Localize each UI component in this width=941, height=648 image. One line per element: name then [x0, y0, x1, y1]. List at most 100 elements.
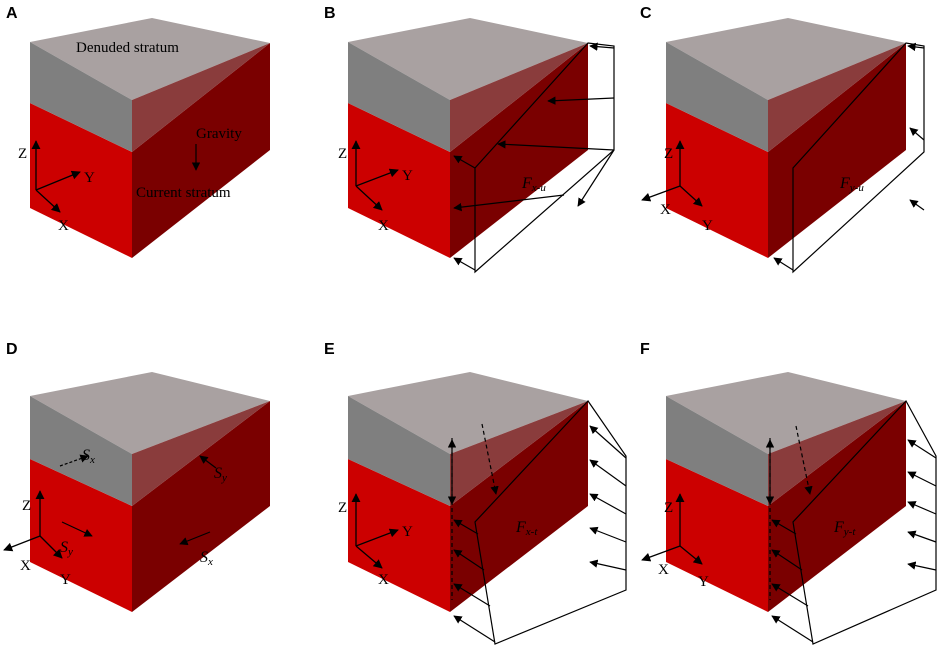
y-axis-label: Y: [402, 168, 413, 184]
x-axis-label: X: [660, 202, 671, 218]
current-stratum-front: [666, 459, 768, 612]
load-arrow: [589, 526, 627, 543]
denuded-front: [348, 396, 450, 506]
load-diagram: [765, 399, 937, 645]
panel-label: B: [324, 5, 336, 22]
denuded-side: [768, 43, 906, 152]
load-arrow: [589, 493, 627, 515]
load-arrow: [453, 549, 485, 571]
axes: Z Y X: [338, 493, 413, 588]
denuded-front: [30, 396, 132, 506]
axes: Z X Y: [641, 140, 713, 234]
y-axis-label: Y: [402, 524, 413, 540]
panel-label: E: [324, 341, 335, 358]
load-arrow: [453, 519, 479, 535]
load-arrow: [771, 615, 814, 643]
load-arrow: [907, 439, 937, 459]
denuded-top: [30, 372, 270, 454]
z-axis-label: Z: [338, 146, 347, 162]
panel-label: D: [6, 341, 18, 358]
load-arrow: [909, 199, 925, 211]
force-subscript: x-t: [525, 526, 539, 538]
load-arrow: [453, 155, 476, 169]
current-stratum-side: [768, 43, 906, 258]
current-stratum-side: [132, 401, 270, 612]
shear-arrows: [59, 454, 217, 546]
load-trapezoid: [792, 399, 937, 645]
denuded-front: [348, 42, 450, 152]
load-diagram: [453, 42, 615, 274]
load-arrow: [453, 257, 476, 271]
axes: Z X Y: [3, 490, 71, 588]
x-axis-arrow: [355, 185, 383, 211]
load-arrow: [907, 471, 937, 487]
axes: Z Y X: [18, 140, 95, 234]
shear-arrow-sy-side: [199, 455, 217, 469]
z-axis-label: Z: [18, 146, 27, 162]
load-arrow: [771, 583, 809, 607]
x-axis-arrow: [355, 545, 383, 569]
cube: [666, 372, 906, 612]
y-axis-arrow: [355, 528, 399, 547]
load-arrow: [589, 559, 627, 571]
panel-label: A: [6, 5, 18, 22]
shear-label-sx-top: Sx: [82, 447, 95, 466]
force-label: Fy-u: [839, 175, 864, 194]
shear-arrow-sx-side: [179, 531, 211, 546]
x-axis-label: X: [20, 558, 31, 574]
panel-f: F Fy-t: [640, 341, 937, 645]
panel-label: C: [640, 5, 652, 22]
denuded-top: [30, 18, 270, 100]
load-arrow: [547, 96, 615, 105]
denuded-front: [30, 42, 132, 152]
y-axis-arrow: [39, 535, 63, 559]
y-axis-arrow: [679, 185, 703, 207]
y-axis-label: Y: [84, 170, 95, 186]
force-symbol: F: [839, 175, 850, 192]
y-axis-arrow: [355, 168, 399, 187]
load-trapezoid: [474, 42, 615, 274]
current-stratum-side: [768, 401, 906, 612]
load-arrow: [771, 549, 803, 571]
force-symbol: F: [515, 519, 526, 536]
force-label: Fx-t: [515, 519, 538, 538]
current-stratum-label: Current stratum: [136, 185, 231, 201]
x-axis-arrow: [641, 185, 681, 202]
axes: Z X Y: [641, 493, 709, 590]
load-arrow: [589, 425, 627, 459]
load-diagram: [447, 400, 627, 645]
z-axis-label: Z: [664, 500, 673, 516]
denuded-stratum-label: Denuded stratum: [76, 40, 179, 56]
load-arrow: [907, 530, 937, 543]
panel-d: D Sx Sy Sy Sx Z X Y: [3, 341, 270, 612]
denuded-side: [450, 43, 588, 152]
denuded-side: [768, 401, 906, 506]
denuded-side: [132, 401, 270, 506]
load-arrow: [907, 42, 925, 52]
shear-label-sx-side: Sx: [200, 549, 213, 568]
force-subscript: y-t: [843, 526, 857, 538]
x-axis-label: X: [658, 562, 669, 578]
load-arrow: [773, 257, 794, 271]
cube: [30, 372, 270, 612]
denuded-top: [666, 18, 906, 100]
cube: [666, 18, 906, 258]
load-arrow: [589, 459, 627, 487]
load-trapezoid: [474, 400, 627, 645]
force-subscript: y-u: [849, 182, 865, 194]
current-stratum-side: [450, 401, 588, 612]
force-symbol: F: [833, 519, 844, 536]
denuded-top: [348, 372, 588, 454]
panel-b: B Fx-u Z Y X: [324, 5, 615, 274]
y-axis-arrow: [35, 170, 81, 191]
load-arrow: [909, 127, 925, 141]
denuded-front: [666, 42, 768, 152]
load-arrow: [577, 149, 615, 207]
denuded-front: [666, 396, 768, 506]
shear-arrow-sy-front: [61, 521, 93, 537]
panel-e: E Fx-t: [324, 341, 627, 645]
load-arrow: [589, 42, 615, 51]
x-axis-label: X: [58, 218, 69, 234]
x-axis-label: X: [378, 572, 389, 588]
